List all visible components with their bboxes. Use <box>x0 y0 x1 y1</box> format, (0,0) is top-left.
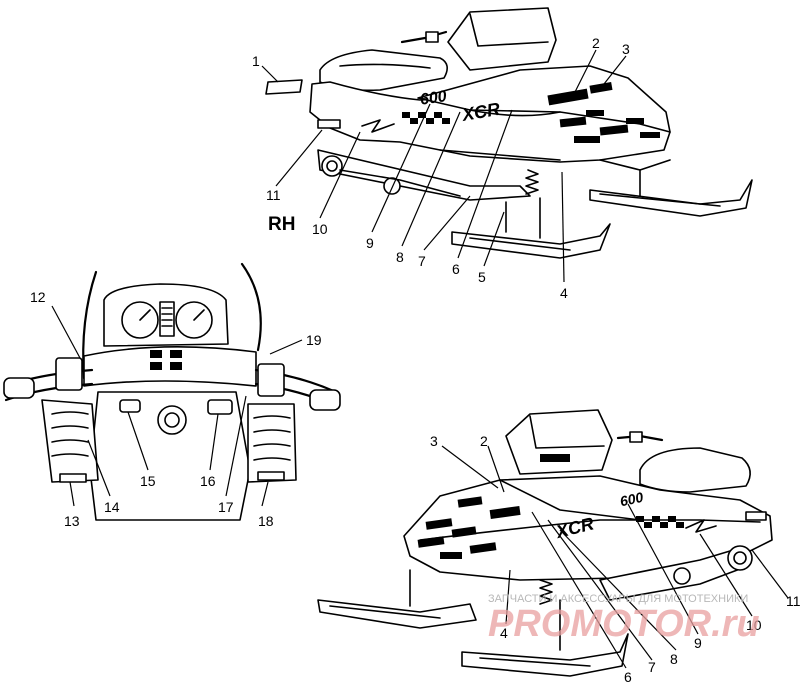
callout-13: 13 <box>64 513 80 529</box>
snowmobile-rh-view: 600 XCR RH <box>265 7 753 259</box>
callout-2: 2 <box>592 35 600 51</box>
callout-17: 17 <box>218 499 234 515</box>
dashboard-view <box>3 262 341 521</box>
watermark: ЗАПЧАСТИ И АКСЕССУАРЫ ДЛЯ МОТОТЕХНИКИ PR… <box>488 593 760 645</box>
callout-14: 14 <box>104 499 120 515</box>
checker-decal-bottom <box>636 516 684 528</box>
callout-b9: 9 <box>694 635 702 651</box>
callout-3: 3 <box>622 41 630 57</box>
side-label-rh: RH <box>268 214 295 235</box>
watermark-line1: ЗАПЧАСТИ И АКСЕССУАРЫ ДЛЯ МОТОТЕХНИКИ <box>488 593 748 605</box>
callouts-dashboard: 12 13 14 15 16 17 18 19 <box>30 289 322 529</box>
callout-19: 19 <box>306 332 322 348</box>
decal-600-top: 600 <box>419 88 448 109</box>
leaders-bottom <box>441 445 789 669</box>
watermark-logo: PROMOTOR.ru <box>488 603 760 645</box>
callout-6: 6 <box>452 261 460 277</box>
decal-600-bottom: 600 <box>618 489 644 510</box>
snowmobile-lh-view: 600 XCR <box>317 409 773 677</box>
callout-5: 5 <box>478 269 486 285</box>
callout-15: 15 <box>140 473 156 489</box>
leaders-top <box>261 49 627 283</box>
callouts-top: 1 2 3 4 5 6 7 8 9 10 11 <box>252 35 630 301</box>
callout-7: 7 <box>418 253 426 269</box>
callout-b3: 3 <box>430 433 438 449</box>
callout-b7: 7 <box>648 659 656 675</box>
callout-b8: 8 <box>670 651 678 667</box>
leaders-dashboard <box>51 305 303 507</box>
callouts-bottom: 3 2 4 6 7 8 9 10 11 <box>430 433 800 682</box>
callout-18: 18 <box>258 513 274 529</box>
callout-8: 8 <box>396 249 404 265</box>
callout-4: 4 <box>560 285 568 301</box>
callout-b10: 10 <box>746 617 762 633</box>
callout-10: 10 <box>312 221 328 237</box>
callout-b11: 11 <box>786 593 800 609</box>
checker-decal-top <box>402 112 450 124</box>
callout-12: 12 <box>30 289 46 305</box>
decal-1 <box>265 79 303 95</box>
callout-b4: 4 <box>500 625 508 641</box>
callout-9: 9 <box>366 235 374 251</box>
callout-b2: 2 <box>480 433 488 449</box>
callout-b6: 6 <box>624 669 632 682</box>
callout-1: 1 <box>252 53 260 69</box>
callout-11: 11 <box>266 187 281 203</box>
callout-16: 16 <box>200 473 216 489</box>
